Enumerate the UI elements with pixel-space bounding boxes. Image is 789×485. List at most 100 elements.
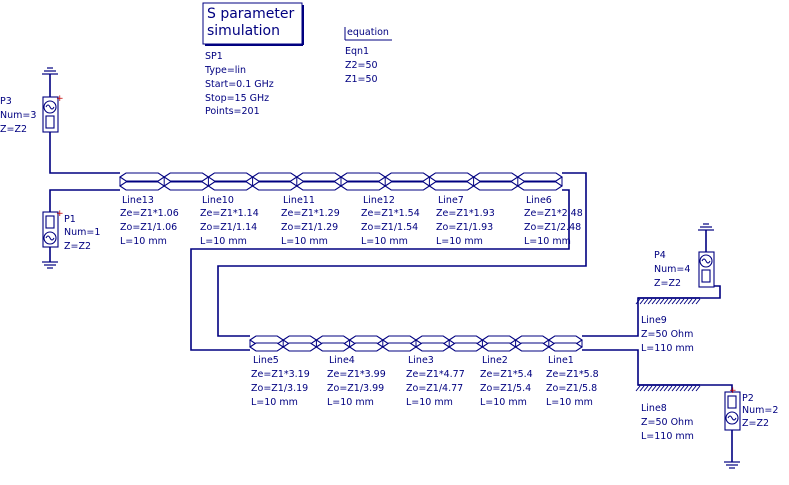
- line3-name: Line3: [408, 355, 434, 366]
- bottom-coupled-strip: [249, 342, 285, 352]
- line7-zo: Zo=Z1/1.93: [436, 222, 493, 233]
- p3-plus: +: [56, 94, 64, 104]
- hatch-stroke: [651, 298, 657, 305]
- line8-name: Line8: [641, 403, 667, 414]
- p1-z: Z=Z2: [64, 241, 91, 252]
- top-coupled-line-chain: [119, 172, 563, 191]
- p2-name: P2: [742, 393, 754, 404]
- bottom-coupled-strip: [348, 342, 384, 352]
- bottom-line-labels: Line5 Ze=Z1*3.19 Zo=Z1/3.19 L=10 mm Line…: [251, 355, 599, 408]
- tline-line9[interactable]: [635, 297, 701, 305]
- sim-title-line2: simulation: [207, 23, 280, 39]
- top-coupled-strip: [119, 172, 166, 182]
- top-coupled-strip: [119, 181, 166, 191]
- hatch-stroke: [675, 298, 681, 305]
- p1-plus: +: [56, 209, 64, 219]
- line7-name: Line7: [438, 195, 464, 206]
- sim-start: Start=0.1 GHz: [205, 79, 274, 90]
- top-coupled-segment[interactable]: [295, 172, 342, 191]
- ground-p1: [42, 261, 58, 269]
- hatch-stroke: [667, 298, 673, 305]
- line6-name: Line6: [526, 195, 552, 206]
- bottom-coupled-segment[interactable]: [448, 335, 484, 352]
- hatch-stroke: [639, 385, 645, 392]
- p2-num: Num=2: [742, 405, 778, 416]
- top-coupled-strip: [428, 181, 475, 191]
- bottom-coupled-segment[interactable]: [348, 335, 384, 352]
- p1-num: Num=1: [64, 227, 100, 238]
- top-coupled-strip: [428, 172, 475, 182]
- line13-name: Line13: [122, 195, 154, 206]
- line8-l: L=110 mm: [641, 431, 694, 442]
- line9-l: L=110 mm: [641, 343, 694, 354]
- bottom-coupled-segment[interactable]: [381, 335, 417, 352]
- top-coupled-segment[interactable]: [384, 172, 431, 191]
- line7-l: L=10 mm: [436, 236, 483, 247]
- hatch-stroke: [691, 298, 697, 305]
- bottom-coupled-segment[interactable]: [481, 335, 517, 352]
- port-p1[interactable]: +: [42, 209, 64, 262]
- hatch-stroke: [659, 385, 665, 392]
- top-coupled-strip: [163, 181, 210, 191]
- equation-z1: Z1=50: [345, 74, 378, 85]
- line13-ze: Ze=Z1*1.06: [120, 208, 179, 219]
- top-coupled-strip: [163, 172, 210, 182]
- top-coupled-segment[interactable]: [163, 172, 210, 191]
- hatch-stroke: [647, 298, 653, 305]
- bottom-coupled-segment[interactable]: [282, 335, 318, 352]
- bottom-coupled-segment[interactable]: [514, 335, 550, 352]
- hatch-stroke: [647, 385, 653, 392]
- top-coupled-strip: [472, 172, 519, 182]
- equation-block[interactable]: equation: [344, 27, 392, 41]
- sim-title-line1: S parameter: [207, 6, 294, 22]
- top-coupled-strip: [340, 181, 387, 191]
- p3-num: Num=3: [0, 110, 36, 121]
- p4-num: Num=4: [654, 264, 690, 275]
- line5-ze: Ze=Z1*3.19: [251, 369, 310, 380]
- top-coupled-segment[interactable]: [428, 172, 475, 191]
- hatch-stroke: [667, 385, 673, 392]
- top-coupled-segment[interactable]: [207, 172, 254, 191]
- line1-name: Line1: [548, 355, 574, 366]
- bottom-coupled-segment[interactable]: [415, 335, 451, 352]
- tline-line8[interactable]: [635, 384, 701, 392]
- line9-name: Line9: [641, 315, 667, 326]
- hatch-stroke: [663, 385, 669, 392]
- line3-zo: Zo=Z1/4.77: [406, 383, 463, 394]
- equation-z2: Z2=50: [345, 60, 378, 71]
- p2-plus: +: [729, 386, 737, 396]
- hatch-stroke: [683, 385, 689, 392]
- bottom-coupled-strip: [547, 342, 583, 352]
- line4-zo: Zo=Z1/3.99: [327, 383, 384, 394]
- port-p3[interactable]: +: [42, 74, 64, 133]
- sim-points: Points=201: [205, 106, 260, 117]
- top-coupled-segment[interactable]: [516, 172, 563, 191]
- line9-ground-hatch: [635, 298, 701, 305]
- top-coupled-segment[interactable]: [340, 172, 387, 191]
- port-p2[interactable]: +: [724, 386, 741, 431]
- bottom-coupled-segment[interactable]: [547, 335, 583, 352]
- line5-zo: Zo=Z1/3.19: [251, 383, 308, 394]
- top-coupled-segment[interactable]: [251, 172, 298, 191]
- hatch-stroke: [695, 385, 701, 392]
- bottom-coupled-strip: [514, 342, 550, 352]
- port-p4[interactable]: [698, 251, 715, 288]
- line11-ze: Ze=Z1*1.29: [281, 208, 340, 219]
- top-coupled-segment[interactable]: [472, 172, 519, 191]
- line11-zo: Zo=Z1/1.29: [281, 222, 338, 233]
- top-coupled-strip: [384, 172, 431, 182]
- p4-name: P4: [654, 250, 666, 261]
- top-coupled-strip: [251, 172, 298, 182]
- top-coupled-segment[interactable]: [119, 172, 166, 191]
- sp-simulation-block[interactable]: S parameter simulation: [202, 2, 304, 46]
- line12-name: Line12: [363, 195, 395, 206]
- bottom-coupled-segment[interactable]: [249, 335, 285, 352]
- top-coupled-strip: [295, 172, 342, 182]
- hatch-stroke: [675, 385, 681, 392]
- ground-p4: [698, 223, 714, 231]
- line6-ze: Ze=Z1*2.48: [524, 208, 583, 219]
- hatch-stroke: [695, 298, 701, 305]
- line12-zo: Zo=Z1/1.54: [361, 222, 418, 233]
- line3-l: L=10 mm: [406, 397, 453, 408]
- bottom-coupled-segment[interactable]: [315, 335, 351, 352]
